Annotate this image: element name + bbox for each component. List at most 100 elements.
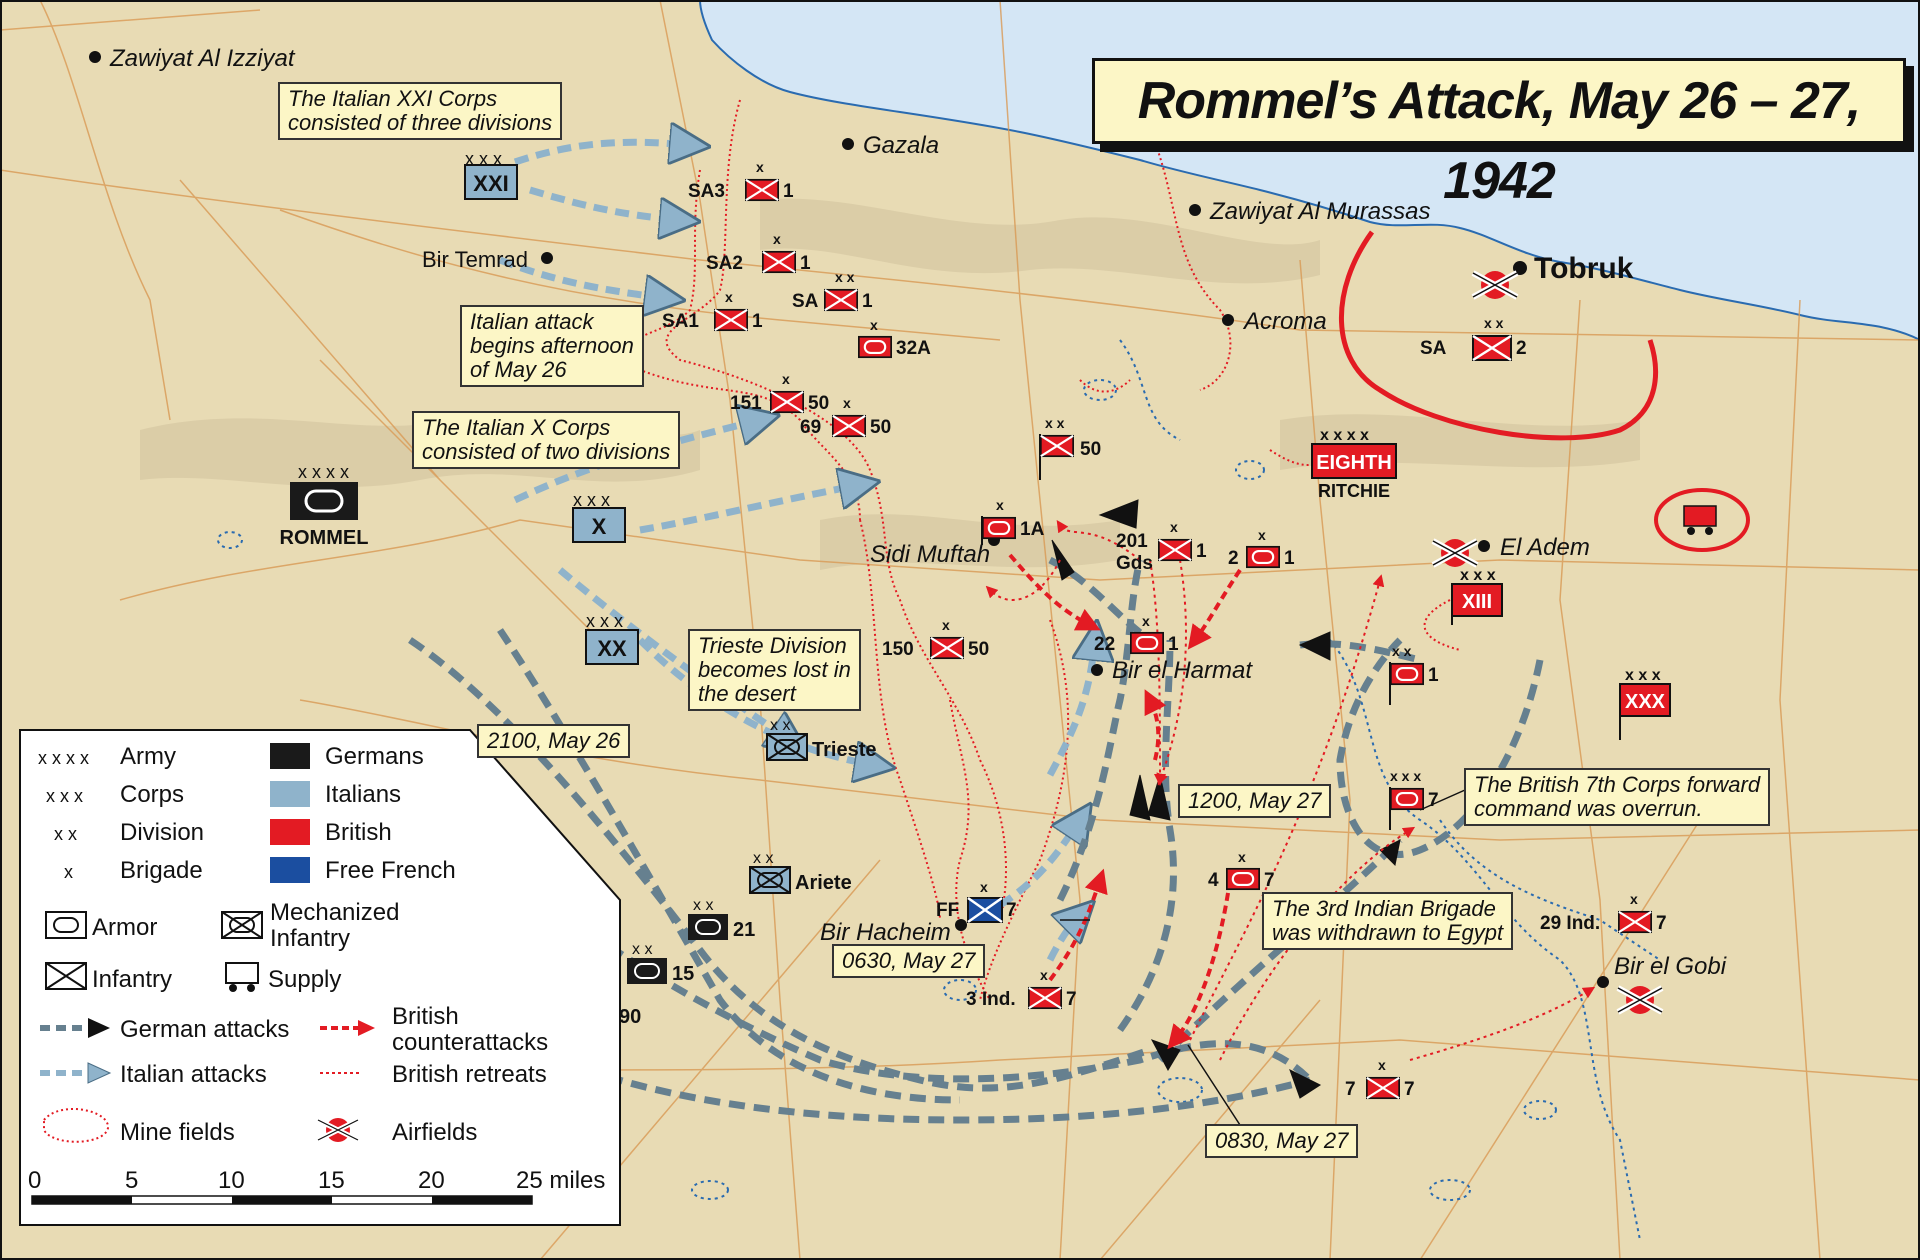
svg-text:SA2: SA2 bbox=[706, 253, 743, 274]
unit-eighth-army: x x x x EIGHTH RITCHIE bbox=[1311, 427, 1397, 501]
unit-50-division: x x50 bbox=[1039, 415, 1101, 480]
legend-germans-swatch bbox=[270, 743, 310, 769]
legend-brigade-sym: x bbox=[64, 862, 73, 882]
svg-text:x: x bbox=[870, 317, 878, 333]
svg-text:x x x: x x x bbox=[1625, 667, 1661, 684]
german-arrowheads bbox=[1051, 499, 1401, 1099]
svg-text:50: 50 bbox=[808, 393, 829, 414]
unit-xx-corps: x x x XX bbox=[585, 611, 639, 665]
svg-text:x: x bbox=[782, 371, 790, 387]
note-2100-may-26: 2100, May 26 bbox=[477, 724, 631, 758]
unit-1a-armor: x 1A bbox=[981, 497, 1045, 545]
british-counterattack-line-icon bbox=[320, 1020, 375, 1036]
svg-text:7: 7 bbox=[1006, 900, 1017, 921]
svg-text:2: 2 bbox=[1228, 548, 1239, 569]
legend-corps-sym: x x x bbox=[46, 786, 83, 806]
svg-text:69: 69 bbox=[800, 417, 821, 438]
svg-text:x x: x x bbox=[770, 717, 790, 734]
unit-151-50: x 151 50 bbox=[730, 371, 829, 414]
supply-symbol-icon bbox=[225, 962, 259, 992]
svg-text:x x: x x bbox=[632, 941, 652, 958]
legend-free-french: Free French bbox=[325, 857, 456, 884]
svg-text:x: x bbox=[756, 159, 764, 175]
svg-text:7: 7 bbox=[1428, 790, 1439, 811]
legend-british-counter-2: counterattacks bbox=[392, 1029, 548, 1056]
svg-text:x x: x x bbox=[753, 850, 773, 867]
italian-units: x x x XXI x x x X x x x XX x x Trieste x… bbox=[464, 149, 876, 894]
legend-italian-attacks: Italian attacks bbox=[120, 1061, 267, 1088]
place-sidi-muftah: Sidi Muftah bbox=[870, 541, 990, 568]
svg-text:SA: SA bbox=[792, 291, 819, 312]
scale-15: 15 bbox=[318, 1167, 345, 1194]
tobruk-perimeter bbox=[1338, 230, 1658, 441]
svg-text:7: 7 bbox=[1656, 913, 1667, 934]
unit-label: XX bbox=[597, 636, 627, 661]
svg-text:XIII: XIII bbox=[1462, 591, 1492, 613]
svg-text:x x: x x bbox=[1392, 643, 1412, 659]
svg-text:Gds: Gds bbox=[1116, 553, 1153, 574]
svg-text:FF: FF bbox=[936, 900, 959, 921]
svg-text:x x x: x x x bbox=[1390, 768, 1421, 784]
italian-attack-line-icon bbox=[40, 1062, 112, 1084]
svg-text:151: 151 bbox=[730, 393, 762, 414]
svg-text:SA1: SA1 bbox=[662, 311, 699, 332]
unit-x-corps: x x x X bbox=[572, 490, 626, 543]
note-0830-may-27: 0830, May 27 bbox=[1205, 1124, 1359, 1158]
scale-5: 5 bbox=[125, 1167, 138, 1194]
place-bir-el-harmat: Bir el Harmat bbox=[1112, 657, 1253, 684]
legend-germans: Germans bbox=[325, 743, 424, 770]
scale-0: 0 bbox=[28, 1167, 41, 1194]
legend-italians: Italians bbox=[325, 781, 401, 808]
svg-text:x: x bbox=[1258, 527, 1266, 543]
scale-bar: 0 5 10 15 20 25 miles bbox=[28, 1167, 605, 1205]
svg-text:x x: x x bbox=[693, 897, 713, 914]
place-zawiyat-izziyat: Zawiyat Al Izziyat bbox=[109, 45, 296, 72]
unit-sa-2-tobruk: x x SA 2 bbox=[1420, 315, 1527, 362]
svg-text:7: 7 bbox=[1345, 1079, 1356, 1100]
svg-text:SA: SA bbox=[1420, 338, 1447, 359]
unit-trieste: x x Trieste bbox=[766, 717, 876, 761]
place-zawiyat-murassas: Zawiyat Al Murassas bbox=[1209, 198, 1431, 225]
unit-29-indian: x29 Ind.7 bbox=[1540, 891, 1667, 934]
unit-xxx-corps: x x x XXX bbox=[1619, 667, 1671, 740]
unit-ariete: x x Ariete bbox=[749, 850, 852, 894]
unit-15-panzer: x x 15 bbox=[627, 941, 694, 985]
scale-10: 10 bbox=[218, 1167, 245, 1194]
svg-text:50: 50 bbox=[870, 417, 891, 438]
legend-british-counter-1: British bbox=[392, 1003, 459, 1030]
legend-brigade: Brigade bbox=[120, 857, 203, 884]
legend-german-attacks: German attacks bbox=[120, 1016, 289, 1043]
svg-text:x x: x x bbox=[1484, 315, 1504, 331]
svg-text:1: 1 bbox=[1428, 665, 1439, 686]
svg-text:XXX: XXX bbox=[1625, 691, 1666, 713]
place-bir-hacheim: Bir Hacheim bbox=[820, 919, 951, 946]
svg-text:1: 1 bbox=[783, 181, 794, 202]
legend-division-sym: x x bbox=[54, 824, 77, 844]
armor-symbol-icon bbox=[45, 911, 87, 939]
unit-label: 21 bbox=[733, 919, 755, 941]
svg-text:x: x bbox=[996, 497, 1004, 513]
svg-text:1: 1 bbox=[1168, 634, 1179, 655]
svg-text:3 Ind.: 3 Ind. bbox=[966, 989, 1016, 1010]
place-acroma: Acroma bbox=[1242, 308, 1327, 335]
legend-infantry: Infantry bbox=[92, 966, 172, 993]
svg-text:2: 2 bbox=[1516, 338, 1527, 359]
svg-text:1: 1 bbox=[800, 253, 811, 274]
svg-text:x: x bbox=[942, 617, 950, 633]
legend-army: Army bbox=[120, 743, 176, 770]
svg-text:1A: 1A bbox=[1020, 519, 1045, 540]
svg-text:50: 50 bbox=[968, 639, 989, 660]
airfield-icon bbox=[1431, 538, 1479, 568]
svg-text:x x x: x x x bbox=[586, 611, 623, 631]
svg-text:x x x: x x x bbox=[573, 490, 610, 510]
svg-text:x: x bbox=[1142, 613, 1150, 629]
